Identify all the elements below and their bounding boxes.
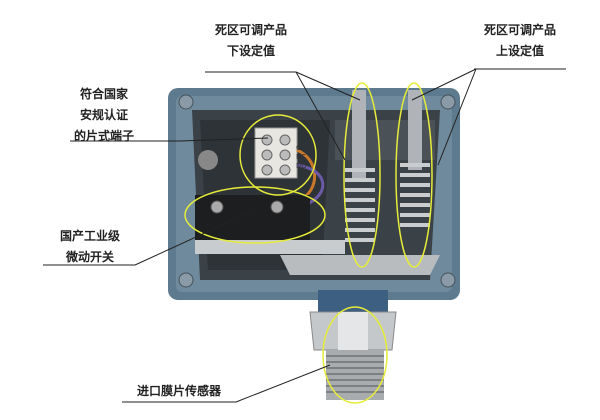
label-line: 国产工业级 [59, 229, 120, 243]
terminal-mark-nc: NC [296, 153, 307, 161]
label-line: 下设定值 [226, 44, 275, 58]
label-terminal: 符合国家 安规认证 的片式端子 [62, 84, 146, 147]
highlight-ellipses [184, 82, 433, 404]
terminal-mark-c: C [296, 144, 301, 152]
leader-lines [43, 68, 566, 403]
terminal-block [254, 127, 325, 207]
micro-switch [195, 195, 440, 275]
label-line: 死区可调产品 [483, 23, 556, 37]
label-line: 的片式端子 [73, 129, 134, 143]
label-sensor: 进口膜片传感器 [126, 381, 232, 402]
label-upper-setpoint: 死区可调产品 上设定值 [474, 20, 566, 62]
sensor-fitting [309, 290, 397, 400]
label-lower-setpoint: 死区可调产品 下设定值 [205, 20, 297, 62]
label-line: 进口膜片传感器 [136, 384, 221, 398]
springs [345, 90, 430, 242]
label-line: 符合国家 [79, 87, 128, 101]
label-line: 安规认证 [79, 108, 128, 122]
label-line: 死区可调产品 [214, 23, 287, 37]
label-microswitch: 国产工业级 微动开关 [45, 226, 135, 268]
terminal-mark-no: NO [296, 162, 307, 170]
label-line: 上设定值 [495, 44, 544, 58]
terminal-marks: C NC NO [296, 144, 307, 171]
label-line: 微动开关 [65, 250, 114, 264]
